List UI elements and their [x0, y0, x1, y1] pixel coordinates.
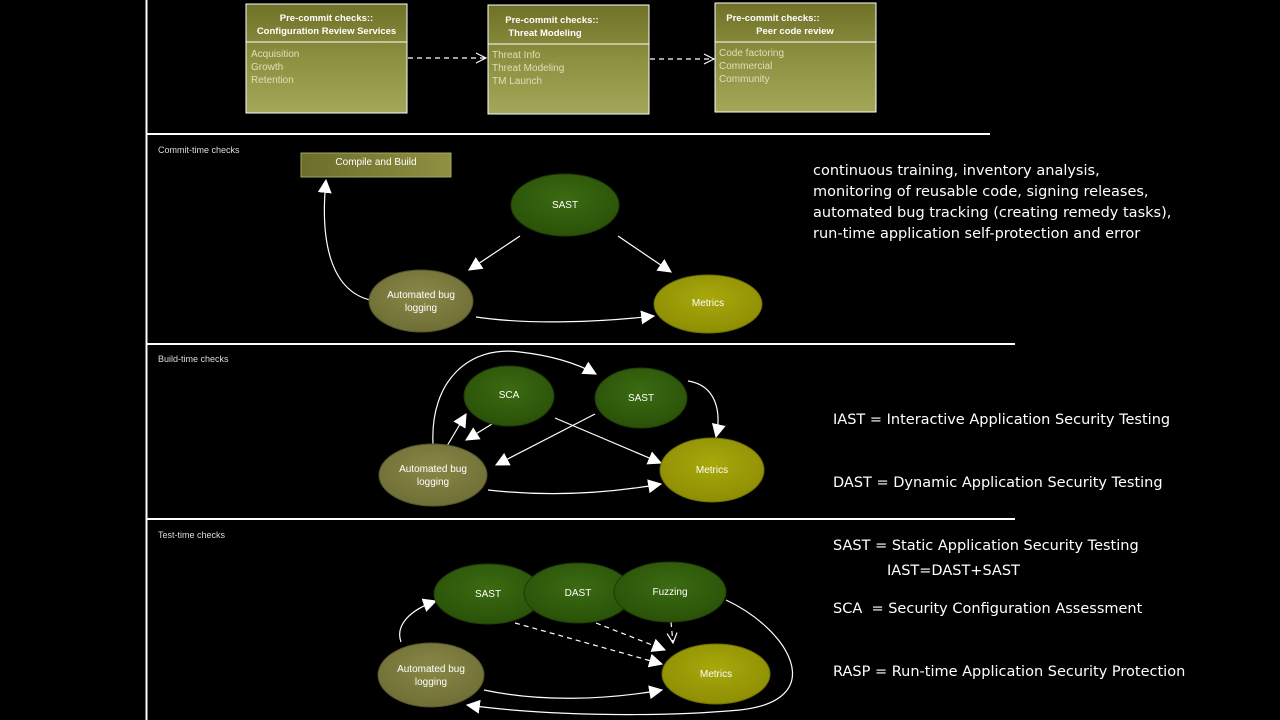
- commit-edges: [317, 178, 672, 325]
- box-title-line1: Pre-commit checks::: [726, 13, 819, 24]
- node-label: Metrics: [696, 465, 728, 476]
- edge-bug-to-compile: [317, 178, 371, 301]
- node-label: SCA: [499, 390, 520, 401]
- precommit-arrows: [408, 58, 714, 59]
- commit-note: continuous training, inventory analysis,…: [813, 161, 1171, 245]
- edge-bug-to-metrics: [483, 685, 664, 700]
- edge-sca-to-metrics: [554, 417, 663, 465]
- box-item: Retention: [251, 75, 294, 86]
- node-label-line2: logging: [415, 677, 447, 688]
- commit-note-line: automated bug tracking (creating remedy …: [813, 205, 1172, 221]
- build-edges: [432, 350, 726, 495]
- glossary-line: SAST = Static Application Security Testi…: [833, 538, 1139, 554]
- precommit-box-peer-review: Pre-commit checks:: Peer code review Cod…: [714, 2, 877, 113]
- edge-sca-to-bug: [465, 423, 493, 441]
- box-item: Commercial: [719, 61, 772, 72]
- edge-bug-to-sast: [399, 598, 438, 643]
- box-title-line2: Threat Modeling: [508, 28, 582, 39]
- edge-fuzzing-loop-to-bug: [465, 599, 793, 716]
- precommit-box-config-review: Pre-commit checks:: Configuration Review…: [245, 3, 408, 114]
- commit-note-line: monitoring of reusable code, signing rel…: [813, 184, 1149, 200]
- node-label: DAST: [565, 588, 592, 599]
- lane-label-commit: Commit-time checks: [158, 145, 240, 155]
- node-label: Metrics: [700, 669, 732, 680]
- node-label: SAST: [628, 393, 654, 404]
- node-test-fuzzing: Fuzzing: [613, 561, 727, 623]
- box-title-line1: Pre-commit checks::: [280, 13, 373, 24]
- edge-bug-to-sast-loop: [432, 350, 598, 445]
- box-title-line2: Peer code review: [756, 26, 834, 37]
- commit-note-line: continuous training, inventory analysis,: [813, 163, 1100, 179]
- lane-label-test: Test-time checks: [158, 530, 226, 540]
- edge-fuzzing-to-metrics: [671, 621, 673, 643]
- node-label-line1: Automated bug: [387, 290, 455, 301]
- box-item: TM Launch: [492, 76, 542, 87]
- node-build-metrics: Metrics: [659, 437, 765, 503]
- box-item: Acquisition: [251, 49, 299, 60]
- node-label-line1: Automated bug: [399, 464, 467, 475]
- glossary-line: DAST = Dynamic Application Security Test…: [833, 475, 1163, 491]
- node-build-sca: SCA: [463, 365, 555, 427]
- edge-sast-to-metrics: [687, 380, 726, 439]
- box-item: Threat Info: [492, 50, 541, 61]
- node-label: SAST: [552, 200, 578, 211]
- node-test-metrics: Metrics: [661, 643, 771, 705]
- node-commit-sast: SAST: [510, 173, 620, 237]
- box-item: Community: [719, 74, 770, 85]
- swimlane-borders: [145, 0, 1015, 720]
- edge-sast-to-metrics: [514, 622, 664, 668]
- glossary-line: RASP = Run-time Application Security Pro…: [833, 664, 1186, 680]
- box-item: Growth: [251, 62, 283, 73]
- node-label-line2: logging: [405, 303, 437, 314]
- test-edges: [399, 598, 793, 716]
- node-label-line2: logging: [417, 477, 449, 488]
- edge-bug-to-sca: [446, 412, 467, 447]
- box-title-line2: Configuration Review Services: [257, 26, 396, 37]
- node-label-line1: Automated bug: [397, 664, 465, 675]
- glossary-line: SCA = Security Configuration Assessment: [833, 601, 1143, 617]
- node-build-bug-logging: Automated bug logging: [378, 443, 488, 507]
- compile-build-label: Compile and Build: [335, 157, 416, 168]
- iast-note: IAST=DAST+SAST: [887, 561, 1020, 582]
- edge-dast-to-metrics: [595, 622, 667, 652]
- compile-build-box: Compile and Build: [300, 152, 452, 178]
- glossary-line: IAST = Interactive Application Security …: [833, 412, 1171, 428]
- node-build-sast: SAST: [594, 367, 688, 429]
- box-title-line1: Pre-commit checks::: [505, 15, 598, 26]
- edge-bug-to-metrics: [475, 310, 656, 325]
- box-item: Threat Modeling: [492, 63, 564, 74]
- edge-sast-to-bug: [468, 235, 521, 271]
- edge-bug-to-metrics: [487, 479, 663, 495]
- precommit-box-threat-modeling: Pre-commit checks:: Threat Modeling Thre…: [487, 4, 650, 115]
- node-label: Metrics: [692, 298, 724, 309]
- lane-label-build: Build-time checks: [158, 354, 229, 364]
- node-test-bug-logging: Automated bug logging: [377, 642, 485, 708]
- node-label: Fuzzing: [652, 587, 687, 598]
- edge-sast-to-bug: [494, 413, 596, 466]
- node-label: SAST: [475, 589, 501, 600]
- node-commit-bug-logging: Automated bug logging: [368, 269, 474, 333]
- edge-sast-to-metrics: [617, 235, 672, 273]
- node-commit-metrics: Metrics: [653, 274, 763, 334]
- glossary-note: IAST = Interactive Application Security …: [833, 368, 1185, 704]
- box-item: Code factoring: [719, 48, 784, 59]
- iast-note-text: IAST=DAST+SAST: [887, 563, 1020, 579]
- commit-note-line: run-time application self-protection and…: [813, 226, 1141, 242]
